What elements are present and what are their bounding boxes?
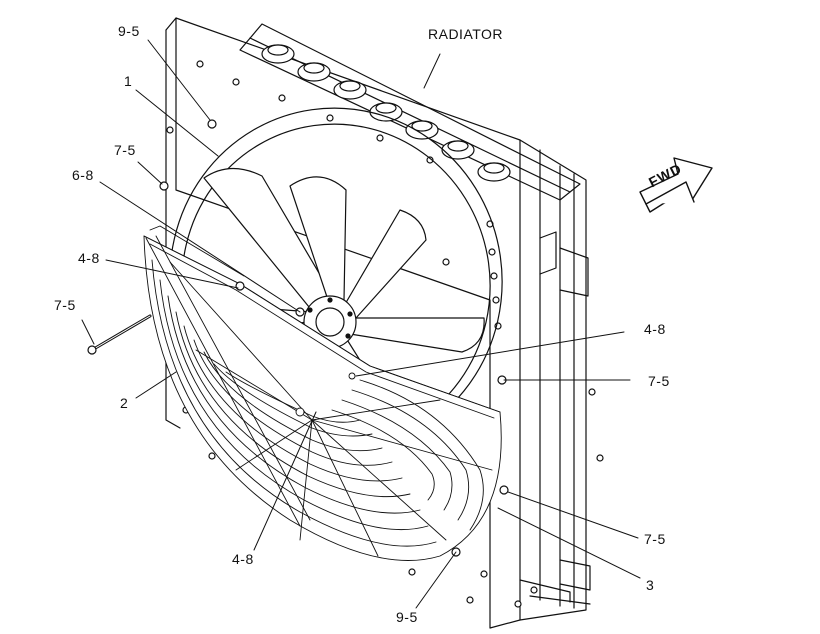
callout-4-8-right: 4-8 [644, 321, 666, 337]
radiator-frame [165, 17, 604, 629]
callout-9-5-top: 9-5 [118, 23, 140, 39]
callout-4-8-bottom: 4-8 [232, 551, 254, 567]
callout-2: 2 [120, 395, 129, 411]
callout-9-5-bottom: 9-5 [396, 609, 418, 625]
callout-7-5-upper-left: 7-5 [114, 142, 136, 158]
callout-7-5-right: 7-5 [648, 373, 670, 389]
radiator-tubes [261, 44, 511, 182]
leader-lines [81, 39, 641, 609]
callout-1: 1 [124, 73, 133, 89]
callout-3: 3 [646, 577, 655, 593]
callout-6-8: 6-8 [72, 167, 94, 183]
callout-7-5-lower-right: 7-5 [644, 531, 666, 547]
fwd-arrow-icon [639, 157, 713, 213]
fan-guard [143, 225, 502, 561]
callout-4-8-left: 4-8 [78, 250, 100, 266]
callout-7-5-left: 7-5 [54, 297, 76, 313]
bolts [87, 119, 509, 557]
radiator-label: RADIATOR [428, 26, 504, 42]
